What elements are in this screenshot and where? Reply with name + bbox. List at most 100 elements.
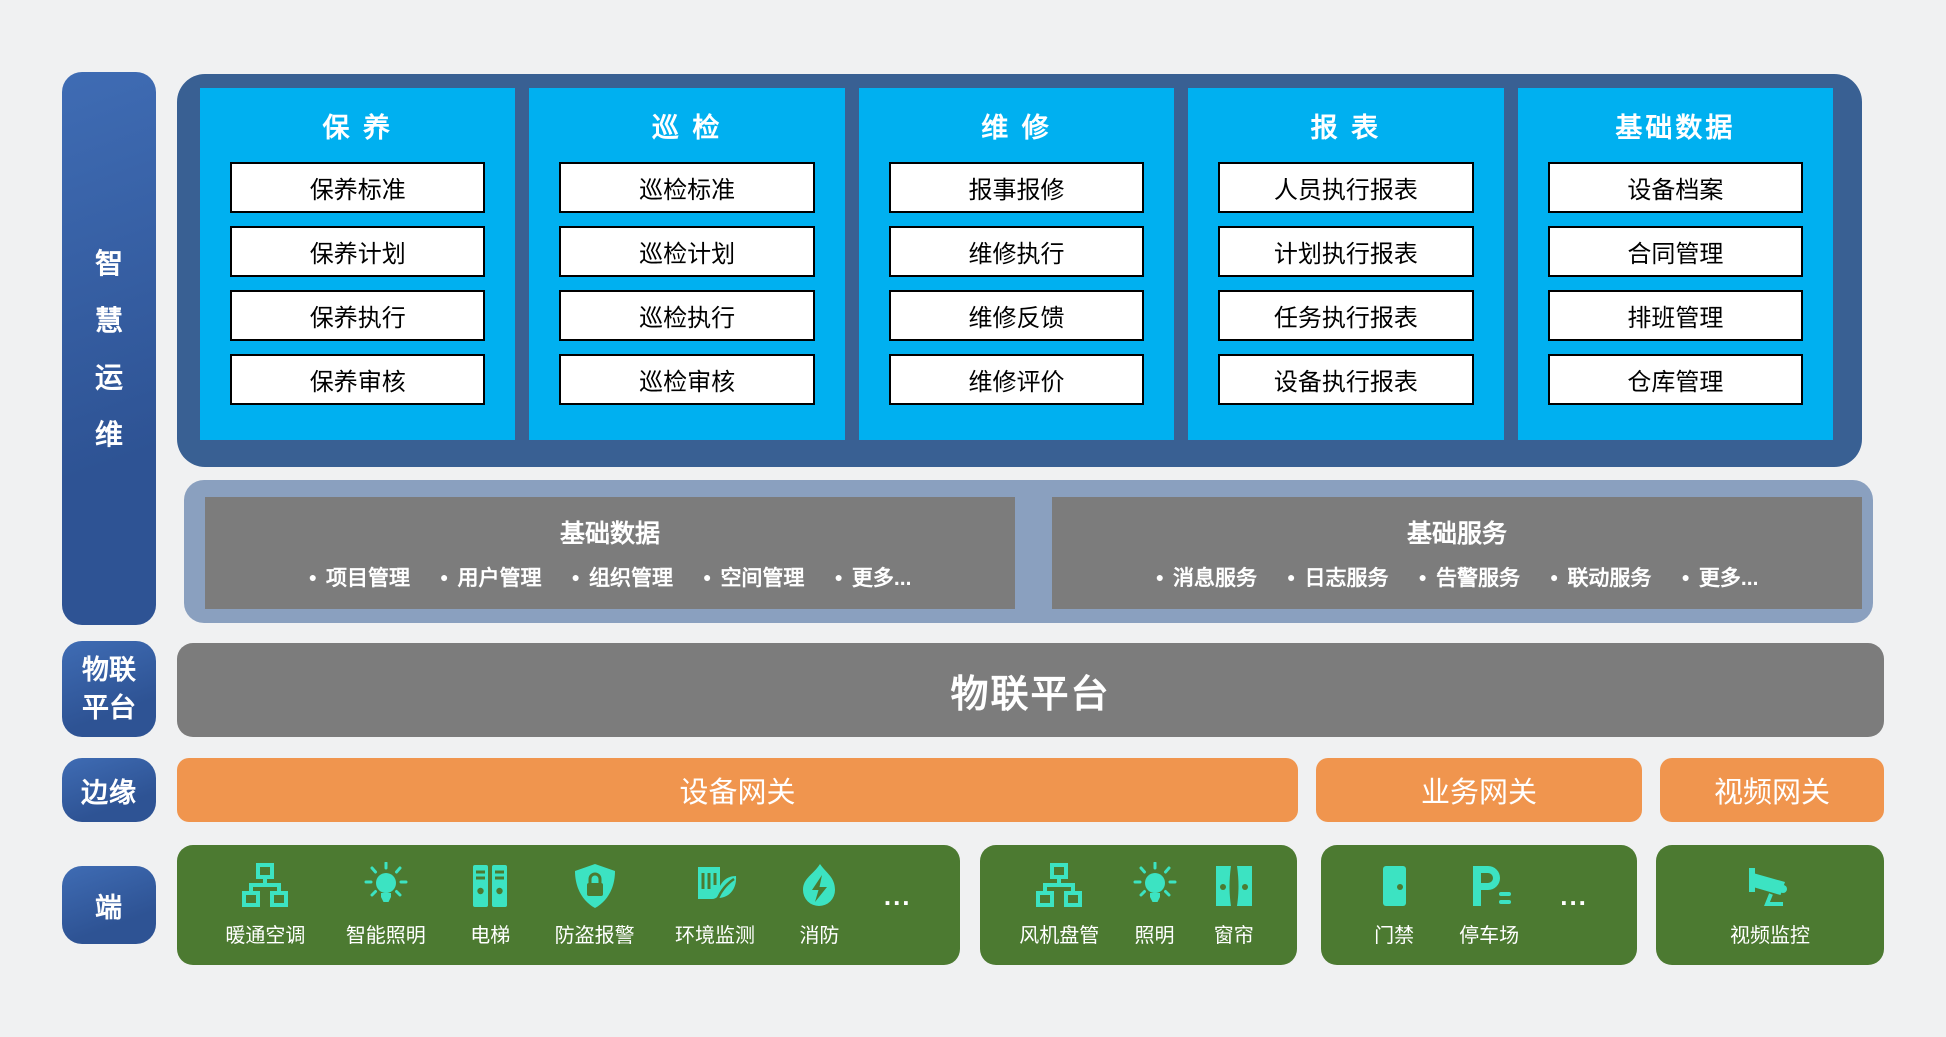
module-item: 巡检标准 [559,162,815,213]
module-item: 保养标准 [230,162,486,213]
device-label: 门禁 [1374,925,1415,947]
sidebar-label-smart-operations: 智慧运维 [62,72,156,625]
module-item: 巡检计划 [559,226,815,277]
list-item: ●更多... [1681,562,1758,592]
terminal-text: 端 [95,892,123,923]
device-item: 风机盘管 [1019,862,1099,948]
module-item: 巡检审核 [559,354,815,405]
list-item-label: 日志服务 [1304,567,1389,590]
base-data-title: 基础数据 [559,520,660,548]
module-column-repair: 维 修 报事报修 维修执行 维修反馈 维修评价 [858,88,1175,440]
bullet-icon: ● [1418,569,1427,585]
module-item: 设备档案 [1547,162,1804,213]
bullet-icon: ● [834,569,843,585]
sidebar-label-edge: 边缘 [62,758,156,822]
list-item-label: 告警服务 [1435,567,1520,590]
list-item: ● 项目管理 [309,562,410,592]
device-label: 防盗报警 [554,925,635,947]
door-icon [1370,862,1418,910]
module-item: 维修评价 [888,354,1145,405]
bulb-icon [1131,862,1179,910]
iot-platform-bar-title: 物联平台 [950,673,1111,716]
bullet-icon: ● [1287,569,1296,585]
bullet-icon: ● [308,569,318,585]
module-item: 报事报修 [888,162,1145,213]
device-group-hvac-lighting: 风机盘管 照明 窗帘 [980,845,1297,965]
bullet-icon: ● [440,569,449,585]
module-item: 人员执行报表 [1218,162,1474,213]
sidebar-label-terminal: 端 [62,866,156,944]
list-item: ● 用户管理 [440,562,541,592]
smart-operations-container: 保 养 保养标准 保养计划 保养执行 保养审核 巡 检 巡检标准 巡检计划 巡检… [177,74,1862,467]
list-item: ● 告警服务 [1419,562,1520,592]
flame-icon [795,862,843,910]
cctv-icon [1746,862,1794,910]
module-item: 仓库管理 [1547,354,1804,405]
device-item: 防盗报警 [555,862,635,948]
base-services-list: ● 消息服务 ● 日志服务 ● 告警服务 ● 联动服务 ●更多... [1156,562,1759,592]
list-item: ● 日志服务 [1287,562,1388,592]
bulb-icon [362,862,410,910]
base-data-box: 基础数据 ●项目管理 ●用户管理 ●组织管理 ●空间管理 ●更多... [205,497,1015,609]
list-item-label: 消息服务 [1173,567,1258,590]
module-item: 保养执行 [230,290,486,341]
module-column-reports: 报 表 人员执行报表 计划执行报表 任务执行报表 设备执行报表 [1188,88,1504,440]
device-item: 电梯 [466,862,514,948]
device-label: 环境监测 [675,925,756,947]
sidebar-label-iot-platform: 物联平台 [62,641,156,737]
more-devices-ellipsis: ... [883,880,912,911]
list-item: ● 更多... [834,562,911,592]
iot-platform-text: 物联平台 [82,655,136,723]
list-item-label: 更多... [851,567,912,590]
iot-platform-bar: 物联平台 [177,643,1884,737]
list-item: ● 联动服务 [1550,562,1651,592]
device-item: 智能照明 [346,862,426,948]
network-icon [241,862,289,910]
column-title: 维 修 [981,112,1052,143]
video-gateway: 视频网关 [1660,758,1884,822]
bullet-icon: ● [1155,569,1165,585]
device-group-access-parking: 门禁 停车场 ... [1321,845,1637,965]
column-title: 报 表 [1310,112,1382,143]
device-label: 暖通空调 [225,925,306,947]
device-label: 风机盘管 [1019,925,1100,947]
device-label: 视频监控 [1730,925,1810,947]
network-icon [1035,862,1083,910]
more-devices-ellipsis: ... [1560,880,1588,911]
base-data-list: ●项目管理 ●用户管理 ●组织管理 ●空间管理 ●更多... [309,562,912,592]
list-item-label: 联动服务 [1567,567,1652,590]
edge-text: 边缘 [81,777,137,808]
device-item: 环境监测 [675,862,755,948]
gateway-label: 业务网关 [1420,777,1537,809]
list-item: ●组织管理 [572,562,673,592]
module-item: 合同管理 [1547,226,1804,277]
list-item-label: 组织管理 [588,567,673,590]
device-gateway: 设备网关 [177,758,1298,822]
device-label: 停车场 [1459,925,1520,947]
parking-icon [1465,862,1513,910]
base-layer-band: 基础数据 ●项目管理 ●用户管理 ●组织管理 ●空间管理 ●更多... 基础服务… [184,480,1873,623]
device-item: 停车场 [1459,862,1519,948]
list-item-label: 用户管理 [457,567,542,590]
module-item: 保养审核 [230,354,486,405]
device-group-video: 视频监控 [1656,845,1884,965]
device-item: 照明 [1131,862,1179,948]
elevator-icon [466,862,514,910]
list-item-label: 项目管理 [326,567,411,590]
module-item: 维修反馈 [888,290,1145,341]
device-item: 窗帘 [1210,862,1258,948]
bullet-icon: ● [1549,569,1559,585]
module-item: 保养计划 [230,226,486,277]
module-item: 排班管理 [1547,290,1804,341]
list-item-label: 空间管理 [720,567,805,590]
device-item: 视频监控 [1730,862,1810,948]
base-services-title: 基础服务 [1406,520,1507,548]
module-column-basic-data: 基础数据 设备档案 合同管理 排班管理 仓库管理 [1517,88,1834,440]
list-item: ● 消息服务 [1156,562,1257,592]
list-item-label: 更多... [1698,567,1759,590]
module-item: 巡检执行 [559,290,815,341]
module-item: 任务执行报表 [1218,290,1474,341]
base-services-box: 基础服务 ● 消息服务 ● 日志服务 ● 告警服务 ● 联动服务 ●更多... [1052,497,1862,609]
gateway-label: 视频网关 [1713,777,1830,809]
